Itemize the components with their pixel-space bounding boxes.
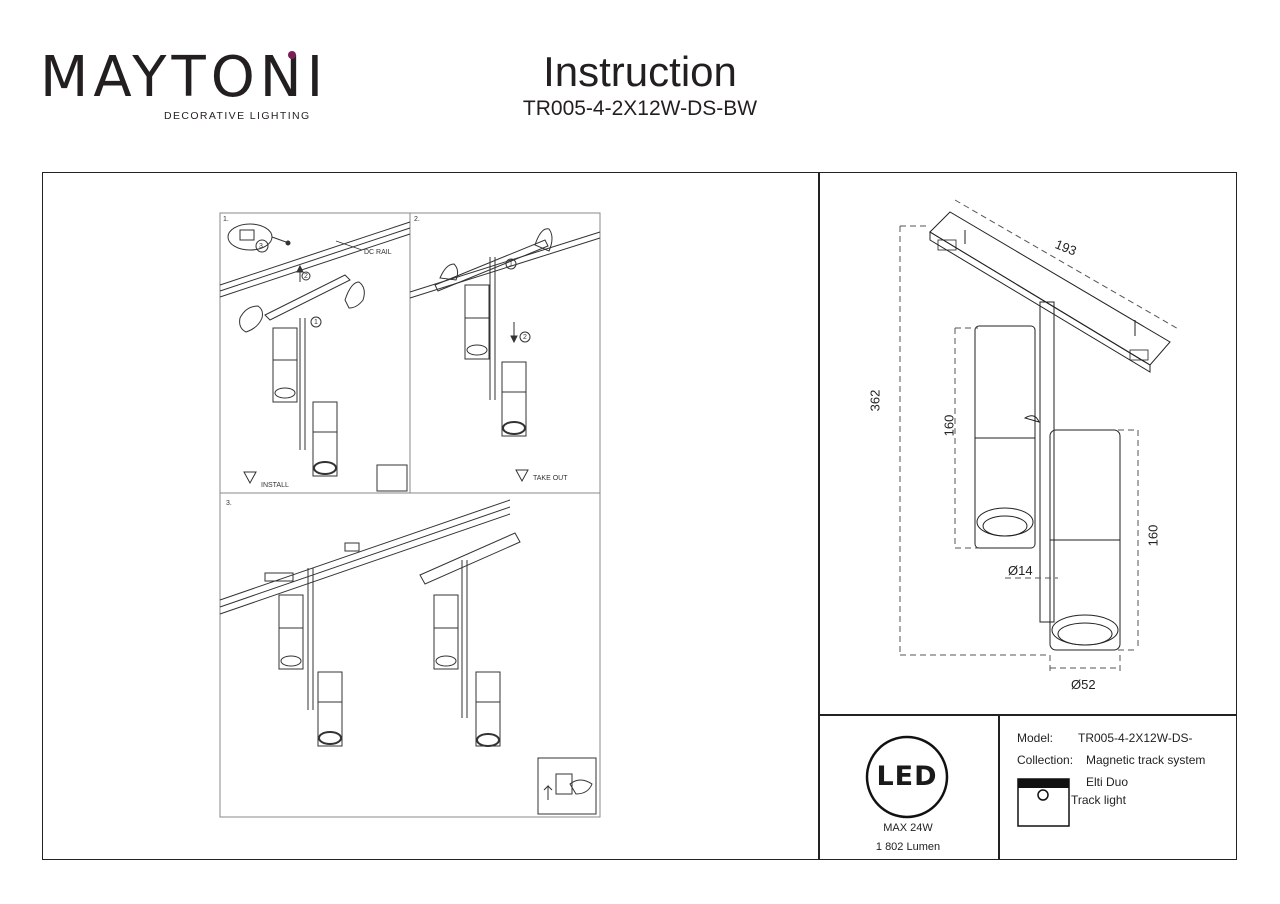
warning-icon — [515, 469, 529, 483]
step3-number: 3. — [226, 500, 232, 507]
step3-lamp-left-icon — [264, 542, 360, 747]
led-badge-text: LED — [876, 761, 938, 792]
step1-number: 1. — [223, 216, 229, 223]
step1-warning-text: INSTALL — [261, 482, 289, 489]
step1-circle-number: 3 — [259, 243, 263, 250]
step1-lamp-icon — [272, 316, 338, 477]
model-code: TR005-4-2X12W-DS-BW — [522, 97, 758, 120]
step2-number: 2. — [414, 216, 420, 223]
warning-icon — [243, 471, 257, 485]
step3-rail-icon — [219, 499, 511, 615]
track-adapter-icon — [929, 211, 1171, 373]
spec-collection-value: Magnetic track system — [1086, 753, 1206, 767]
switch-icon — [537, 757, 597, 815]
step2-arrow-number: 2 — [523, 334, 527, 341]
instruction-frame — [42, 172, 1237, 860]
frame-divider-horizontal — [818, 714, 1237, 716]
spec-model-label: Model: — [1017, 731, 1054, 745]
frame-divider-vertical — [818, 172, 820, 860]
page-title: Instruction — [543, 48, 737, 95]
switch-icon — [376, 464, 408, 492]
step1-rail-label: DC RAIL — [364, 249, 392, 256]
logo-accent-dot — [288, 51, 296, 59]
spec-type-value: Track light — [1071, 793, 1126, 807]
spec-divider — [998, 714, 1000, 860]
dim-shade-diameter: Ø52 — [1071, 677, 1096, 692]
dim-rod-diameter: Ø14 — [1008, 563, 1033, 578]
spec-collection-label: Collection: — [1017, 753, 1074, 767]
step1-rail-icon — [219, 221, 411, 298]
spec-model-value: TR005-4-2X12W-DS- — [1078, 731, 1193, 745]
brand-logo: MAYTONI — [40, 45, 329, 110]
step1-arrow-number: 2 — [304, 273, 308, 280]
step3-lamp-right-icon — [419, 532, 521, 747]
step1-hand-icon — [239, 281, 365, 333]
step2-lamp-number: 1 — [509, 261, 513, 268]
dimension-lines — [899, 199, 1181, 672]
led-lumen: 1 802 Lumen — [875, 841, 941, 853]
spec-series-value: Elti Duo — [1086, 775, 1129, 789]
led-power: MAX 24W — [883, 822, 933, 834]
lamp-body-icon — [974, 301, 1121, 651]
step1-zoom-icon — [227, 223, 291, 253]
step2-lamp-icon — [434, 228, 553, 437]
step1-lamp-number: 1 — [314, 319, 318, 326]
step1-adapter-icon — [264, 264, 351, 321]
brand-tagline: DECORATIVE LIGHTING — [164, 110, 311, 122]
step2-warning-text: TAKE OUT — [533, 475, 568, 482]
